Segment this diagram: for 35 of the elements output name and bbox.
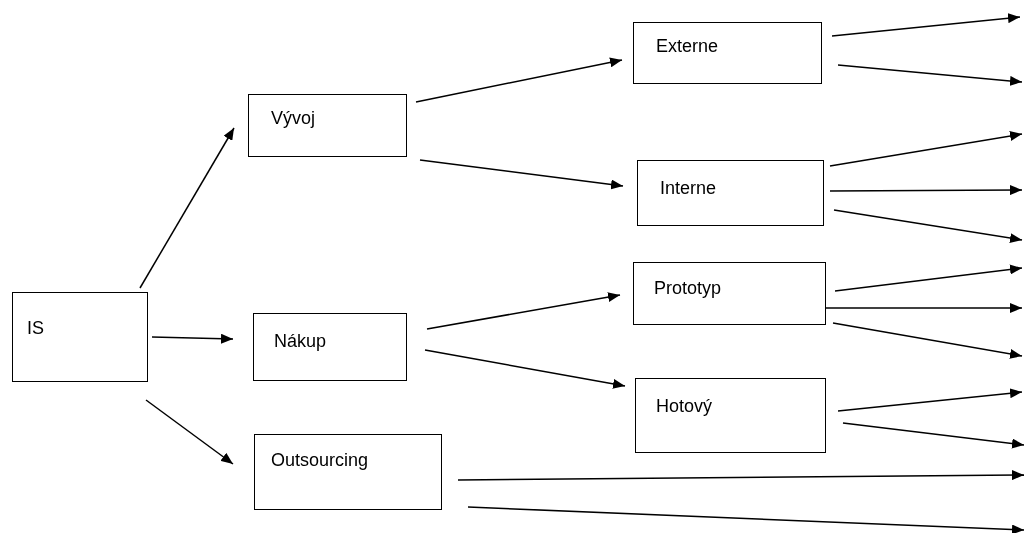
arrow (419, 159, 624, 190)
node-label: Vývoj (271, 109, 315, 127)
arrow (139, 127, 235, 289)
arrow (842, 422, 1024, 449)
arrow (834, 264, 1023, 292)
node-label: Externe (656, 37, 719, 55)
arrow (426, 292, 621, 330)
process-box (633, 262, 826, 325)
arrow (829, 185, 1023, 196)
arrow (825, 303, 1023, 313)
arrow (151, 333, 234, 344)
process-box (637, 160, 824, 226)
arrow (833, 209, 1023, 244)
process-box (633, 22, 822, 84)
node-label: Interne (660, 179, 717, 197)
arrow (467, 506, 1024, 533)
process-box (12, 292, 148, 382)
arrow (837, 388, 1023, 412)
node-label: Hotový (656, 397, 713, 415)
arrow (831, 13, 1021, 37)
arrow (829, 131, 1023, 167)
arrow (837, 64, 1023, 86)
arrow (415, 57, 623, 103)
node-label: Nákup (274, 332, 327, 350)
process-box (254, 434, 442, 510)
arrow (832, 322, 1023, 359)
node-label: IS (27, 319, 44, 337)
process-box (635, 378, 826, 453)
arrow (457, 470, 1024, 481)
arrow (145, 399, 234, 465)
arrow (424, 349, 626, 389)
node-label: Prototyp (654, 279, 722, 297)
node-label: Outsourcing (271, 451, 369, 469)
process-box (248, 94, 407, 157)
process-box (253, 313, 407, 381)
